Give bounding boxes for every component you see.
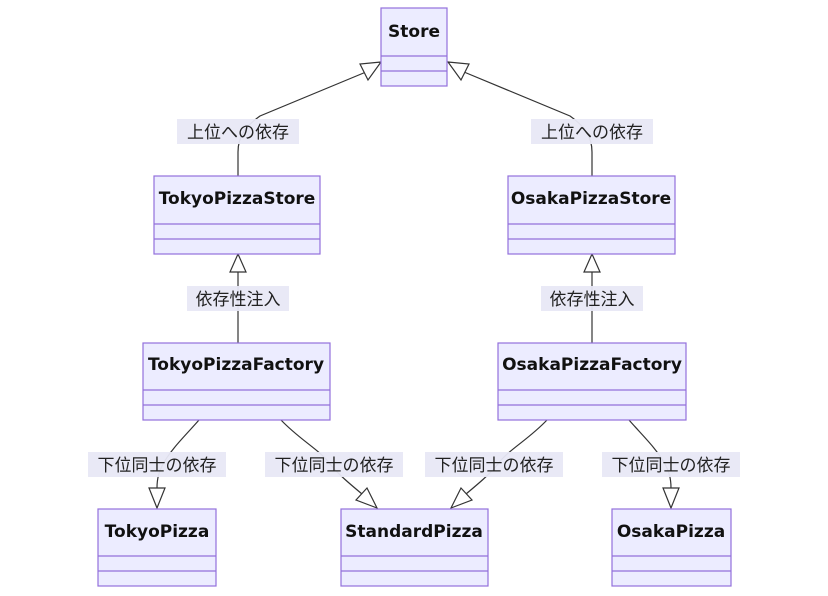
inheritance-arrow-icon — [148, 487, 166, 510]
edge-label-osaka-factory-to-osaka-pizza: 下位同士の依存 — [602, 452, 740, 477]
inheritance-arrow-icon — [583, 252, 601, 273]
inheritance-arrow-icon — [449, 486, 474, 510]
class-name: Store — [388, 22, 440, 42]
edge-label-osaka-factory-to-osaka-store: 依存性注入 — [541, 286, 643, 311]
edge-label-osaka-factory-to-standard-pizza: 下位同士の依存 — [425, 452, 563, 477]
edge-label-text: 上位への依存 — [541, 123, 643, 143]
class-osaka-pizza-store[interactable]: OsakaPizzaStore — [507, 175, 676, 255]
inheritance-arrow-icon — [662, 487, 680, 510]
edge-label-text: 下位同士の依存 — [275, 456, 394, 476]
class-standard-pizza[interactable]: StandardPizza — [340, 508, 489, 587]
class-tokyo-pizza-store[interactable]: TokyoPizzaStore — [153, 175, 321, 255]
class-name: TokyoPizza — [105, 522, 210, 542]
inheritance-arrow-icon — [229, 252, 247, 273]
class-name: OsakaPizza — [617, 522, 725, 542]
edge-label-tokyo-factory-to-tokyo-pizza: 下位同士の依存 — [88, 452, 226, 477]
class-boxes: Store TokyoPizzaStore OsakaPizzaStore To… — [97, 7, 732, 587]
edge-label-text: 依存性注入 — [550, 290, 635, 310]
edge-label-tokyo-store-to-store: 上位への依存 — [177, 119, 299, 144]
class-name: TokyoPizzaStore — [159, 189, 316, 209]
edge-label-text: 下位同士の依存 — [435, 456, 554, 476]
class-tokyo-pizza-factory[interactable]: TokyoPizzaFactory — [142, 342, 331, 421]
class-name: StandardPizza — [345, 522, 483, 542]
class-osaka-pizza-factory[interactable]: OsakaPizzaFactory — [497, 342, 687, 421]
inheritance-arrow-icon — [359, 61, 383, 82]
class-osaka-pizza[interactable]: OsakaPizza — [611, 508, 732, 587]
inheritance-arrow-icon — [354, 486, 379, 510]
inheritance-arrow-icon — [446, 61, 470, 82]
edge-label-text: 依存性注入 — [196, 290, 281, 310]
edge-label-osaka-store-to-store: 上位への依存 — [531, 119, 653, 144]
edge-label-text: 下位同士の依存 — [98, 456, 217, 476]
class-name: TokyoPizzaFactory — [148, 355, 324, 375]
edge-labels: 上位への依存 上位への依存 依存性注入 依存性注入 下位同士の依存 下位同士の依… — [88, 119, 740, 477]
edge-label-tokyo-factory-to-standard-pizza: 下位同士の依存 — [265, 452, 403, 477]
edge-label-text: 下位同士の依存 — [612, 456, 731, 476]
class-tokyo-pizza[interactable]: TokyoPizza — [97, 508, 217, 587]
edge-label-text: 上位への依存 — [187, 123, 289, 143]
class-name: OsakaPizzaStore — [511, 189, 671, 209]
edge-label-tokyo-factory-to-tokyo-store: 依存性注入 — [187, 286, 289, 311]
class-name: OsakaPizzaFactory — [502, 355, 682, 375]
class-store[interactable]: Store — [380, 7, 448, 87]
